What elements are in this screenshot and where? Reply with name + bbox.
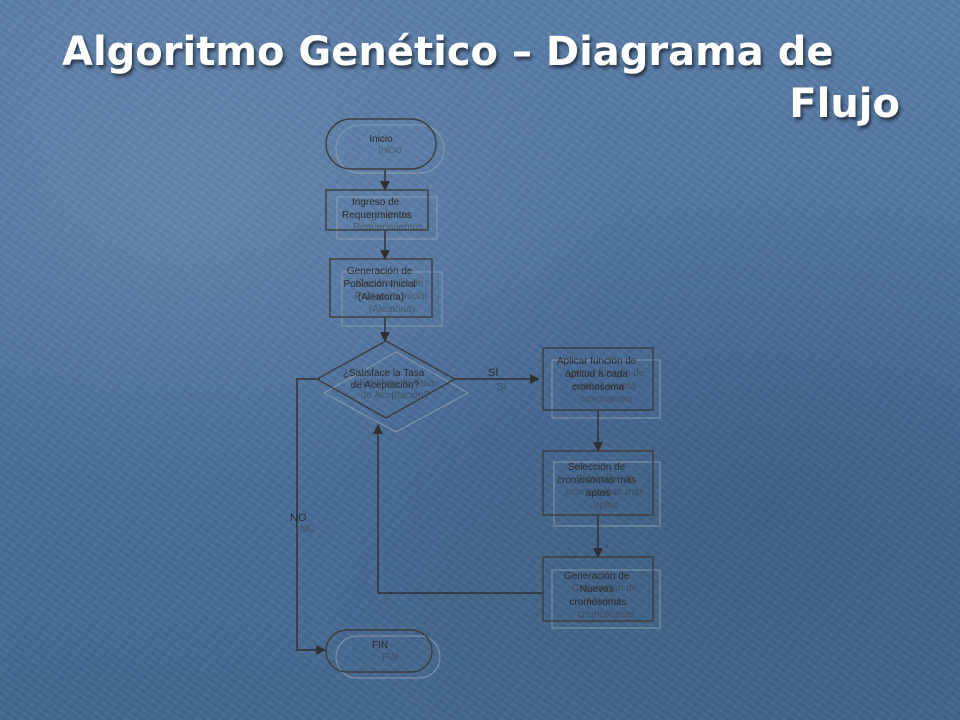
ghost-outlines (322, 124, 661, 679)
node-fin-label-ghost: FIN (382, 652, 398, 663)
edge-label-no-ghost: NO (300, 524, 315, 535)
slide-title: Algoritmo Genético – Diagrama de Flujo (40, 26, 900, 130)
node-ingreso-label: Ingreso de Requerimientos (342, 197, 412, 221)
node-nuevos-label-ghost: Generación de Nuevos cromosomas (572, 583, 640, 620)
node-inicio: Inicio Inicio (325, 118, 437, 170)
node-generacion: Generación de Población Inicial (Aleator… (329, 258, 433, 318)
node-inicio-label-ghost: Inicio (378, 145, 402, 156)
node-generacion-label-ghost: Generación de Población Inicial (Aleator… (354, 278, 429, 315)
edge-nuevos-decision (373, 424, 543, 594)
edge-label-no: NO (290, 512, 307, 524)
edge-label-yes-ghost: SI (497, 382, 506, 393)
node-decision-label-ghost: ¿Satisface la Tasa de Aceptación? (353, 378, 437, 401)
edge-decision-fin (296, 378, 326, 655)
slide-title-line-1: Algoritmo Genético – Diagrama de (62, 29, 834, 75)
node-nuevos-label: Generación de Nuevos cromosomas (564, 571, 632, 608)
node-decision: ¿Satisface la Tasa de Aceptación? ¿Satis… (315, 340, 457, 419)
node-aptitud: Aplicar función de aptitud a cada cromos… (542, 347, 654, 411)
node-generacion-label: Generación de Población Inicial (Aleator… (343, 266, 418, 303)
node-ingreso-label-ghost: Ingreso de Requerimientos (353, 210, 423, 233)
node-fin: FIN FIN (325, 629, 433, 673)
node-nuevos: Generación de Nuevos cromosomas Generaci… (542, 556, 654, 622)
node-aptitud-label: Aplicar función de aptitud a cada cromos… (557, 356, 639, 393)
node-seleccion: Selección de cromosomas más aptos Selecc… (542, 450, 654, 516)
flow-edges: SI SI NO NO (290, 170, 603, 655)
node-fin-label: FIN (372, 640, 388, 651)
node-inicio-label: Inicio (369, 134, 393, 145)
node-aptitud-label-ghost: Aplicar función de aptitud a cada cromos… (565, 368, 647, 405)
node-seleccion-label-ghost: Selección de cromosomas más aptos (565, 474, 647, 511)
node-decision-label: ¿Satisface la Tasa de Aceptación? (343, 368, 427, 391)
node-seleccion-label: Selección de cromosomas más aptos (557, 462, 639, 499)
slide-title-line-2: Flujo (789, 81, 900, 127)
edge-label-yes: SI (488, 367, 498, 379)
node-ingreso: Ingreso de Requerimientos Ingreso de Req… (325, 189, 429, 233)
